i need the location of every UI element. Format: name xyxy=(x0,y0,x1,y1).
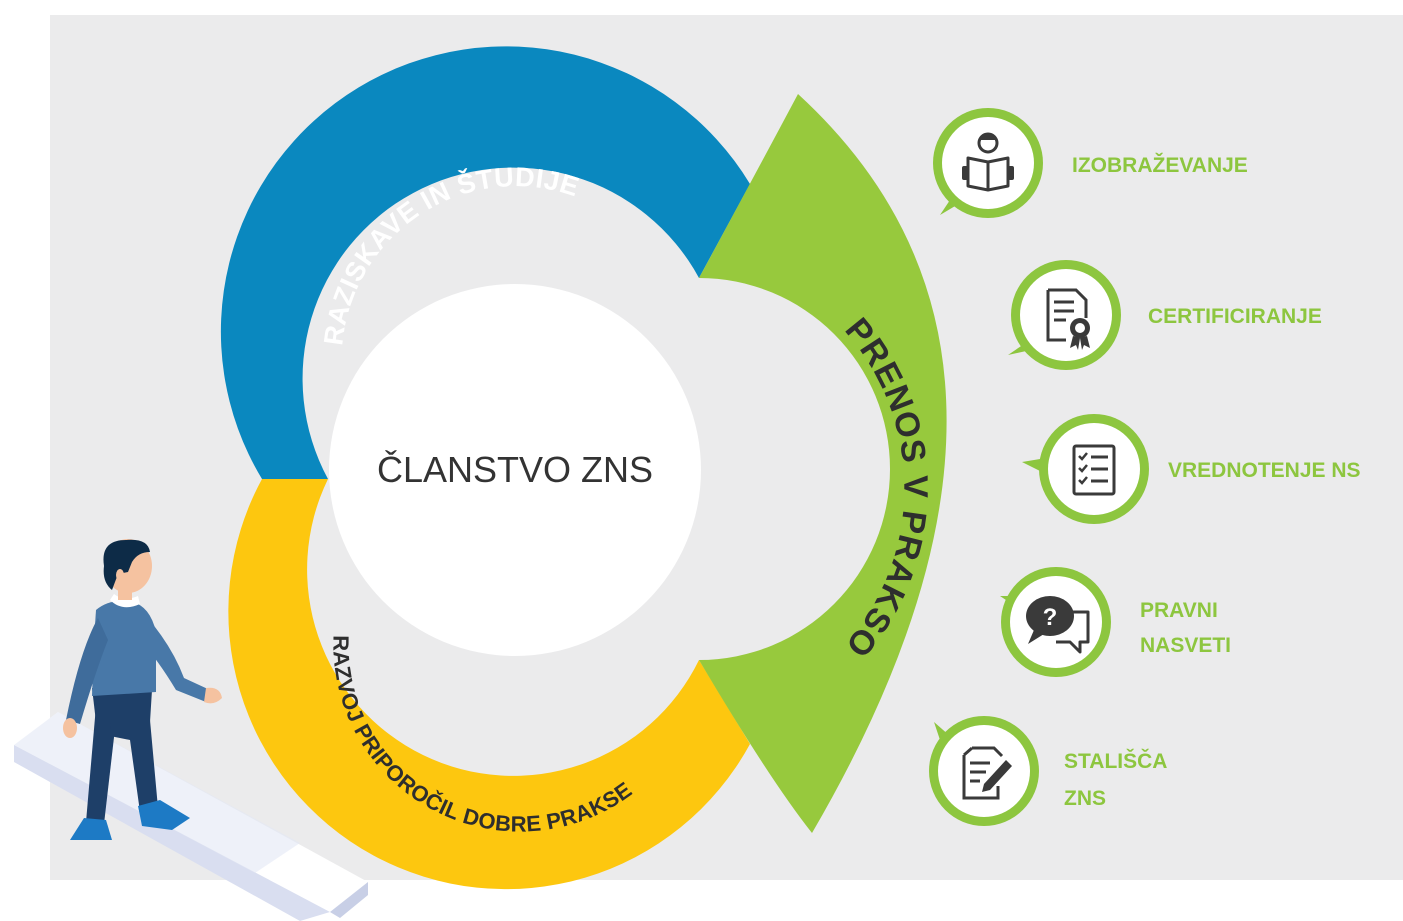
service-label: CERTIFICIRANJE xyxy=(1148,305,1322,328)
reader-icon xyxy=(962,132,1014,192)
service-label: VREDNOTENJE NS xyxy=(1168,459,1361,482)
guidelines-segment xyxy=(228,479,750,890)
speech-question-icon: ? xyxy=(1026,596,1090,654)
service-certificiranje: CERTIFICIRANJE xyxy=(1008,260,1322,370)
document-pen-icon xyxy=(962,746,1012,800)
service-label: NASVETI xyxy=(1140,634,1231,657)
service-vrednotenje: VREDNOTENJE NS xyxy=(1022,414,1361,524)
service-stalisca: STALIŠČA ZNS xyxy=(929,716,1167,826)
service-label: PRAVNI xyxy=(1140,599,1218,622)
transfer-segment xyxy=(699,94,947,833)
service-label: IZOBRAŽEVANJE xyxy=(1072,153,1248,177)
svg-text:?: ? xyxy=(1043,604,1058,631)
certificate-icon xyxy=(1046,288,1090,350)
center-label: ČLANSTVO ZNS xyxy=(377,449,653,490)
service-label: STALIŠČA xyxy=(1064,749,1167,773)
service-izobrazevanje: IZOBRAŽEVANJE xyxy=(933,108,1248,218)
service-label: ZNS xyxy=(1064,787,1106,810)
checklist-icon xyxy=(1072,444,1116,496)
research-segment xyxy=(220,46,751,480)
service-pravni-nasveti: ? PRAVNI NASVETI xyxy=(1000,567,1231,677)
center-circle xyxy=(329,284,701,656)
person-illustration xyxy=(63,539,222,840)
